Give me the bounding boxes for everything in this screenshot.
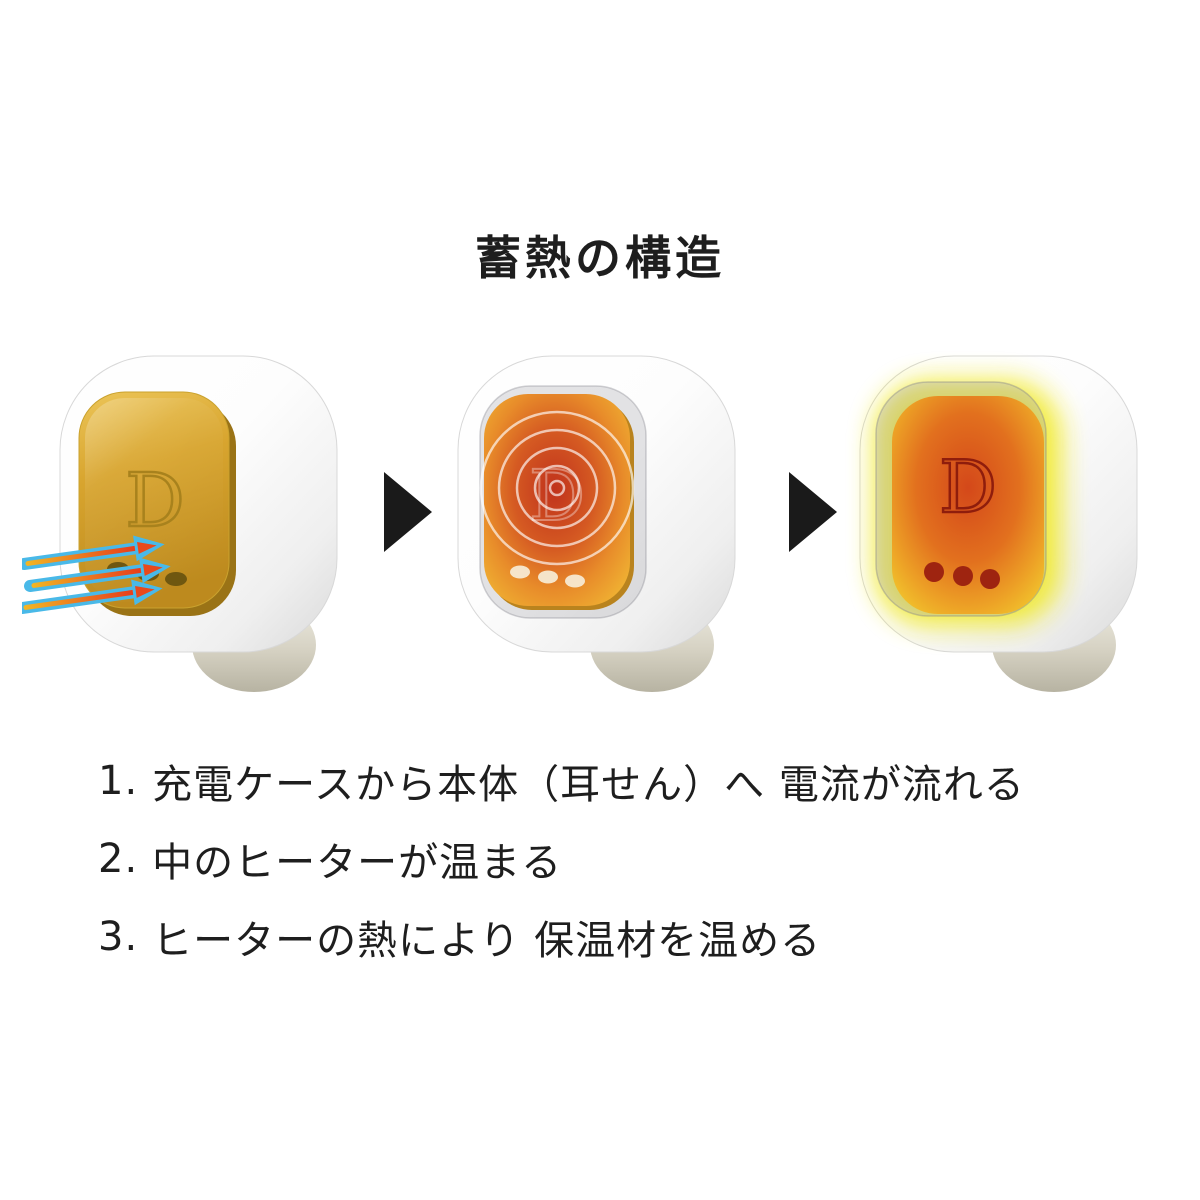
current-arrows-icon: [16, 535, 171, 614]
brand-logo-d: D: [939, 445, 997, 529]
earbud-stage-1: D: [16, 348, 362, 703]
earbud-stage-2-illustration: D: [457, 355, 736, 692]
panel-vent-dots: [510, 565, 585, 588]
step-number-1: 1.: [98, 758, 139, 804]
earbud-stage-1-illustration: D: [16, 355, 338, 692]
earbud-stage-3-illustration: D: [859, 355, 1138, 692]
earbud-stage-3: D: [822, 348, 1162, 703]
heater-panel-gold: D: [78, 391, 236, 616]
step-item-2: 2. 中のヒーターが温まる: [98, 820, 1158, 898]
heat-ripples-icon: [479, 410, 635, 566]
heater-panel-heating: D: [479, 385, 647, 619]
step-text-3: ヒーターの熱により 保温材を温める: [152, 918, 822, 964]
flow-arrow-1: [384, 472, 432, 552]
heater-panel-glowing: D: [874, 380, 1062, 626]
step-item-1: 1. 充電ケースから本体（耳せん）へ 電流が流れる: [98, 742, 1158, 820]
panel-vent-dots: [924, 562, 1000, 589]
flow-arrow-2: [789, 472, 837, 552]
step-text-2: 中のヒーターが温まる: [152, 840, 563, 886]
brand-logo-d: D: [125, 458, 184, 544]
right-triangle-arrow-icon: [384, 472, 432, 552]
earbud-stage-2: D: [420, 348, 760, 703]
step-number-3: 3.: [98, 914, 139, 960]
step-number-2: 2.: [98, 836, 139, 882]
right-triangle-arrow-icon: [789, 472, 837, 552]
page-title: 蓄熱の構造: [475, 231, 725, 285]
step-text-1: 充電ケースから本体（耳せん）へ 電流が流れる: [152, 762, 1025, 808]
step-item-3: 3. ヒーターの熱により 保温材を温める: [98, 898, 1158, 976]
steps-list: 1. 充電ケースから本体（耳せん）へ 電流が流れる 2. 中のヒーターが温まる …: [98, 742, 1158, 976]
